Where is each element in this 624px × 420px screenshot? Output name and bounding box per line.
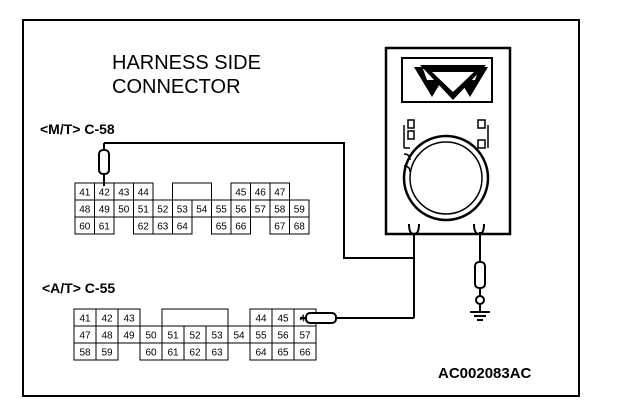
at-pin-cell [205,342,229,361]
mt-pin-number: 41 [79,188,91,199]
mt-pin-cell [230,216,251,235]
mt-pin-number: 43 [118,188,130,199]
at-pin-number: 50 [145,331,157,342]
at-pin-number: 53 [211,331,223,342]
at-pin-number: 45 [277,314,289,325]
mt-pin-number: 60 [79,222,91,233]
voltmeter-icon [384,46,512,236]
at-pin-number: 57 [299,331,311,342]
mt-pin-number: 55 [216,205,228,216]
mt-pin-number: 47 [274,188,286,199]
at-pin-number: 41 [79,314,91,325]
mt-wire [104,142,415,259]
at-connector-pin-grid: 4142434445464748495051525354555657585960… [73,308,317,361]
at-pin-number: 48 [101,331,113,342]
mt-pin-number: 65 [216,222,228,233]
at-pin-number: 55 [255,331,267,342]
mt-pin-number: 57 [255,205,267,216]
at-pin-number: 42 [101,314,113,325]
figure-code: AC002083AC [438,365,532,382]
ground-icon [470,311,490,321]
mt-key-slot [172,182,212,201]
ground-probe-icon [474,232,486,312]
at-pin-number: 64 [255,348,267,359]
mt-pin-number: 54 [196,205,208,216]
mt-probe-icon [98,143,110,186]
at-pin-number: 66 [299,348,311,359]
at-pin-number: 54 [233,331,245,342]
mt-pin-number: 42 [99,188,111,199]
at-pin-number: 52 [189,331,201,342]
diagram-title-line1: HARNESS SIDE [112,52,261,74]
mt-pin-number: 45 [235,188,247,199]
mt-pin-number: 58 [274,205,286,216]
mt-pin-number: 62 [138,222,150,233]
at-pin-cell [95,342,119,361]
mt-pin-number: 53 [177,205,189,216]
mt-pin-number: 44 [138,188,150,199]
at-pin-cell [293,342,317,361]
at-connector-label: <A/T> C-55 [42,280,115,296]
mt-connector-pin-grid: 41 42 43 44 45 46 47 48 49 50 51 52 53 54 55 56 57 58 59 60… [74,182,310,235]
mt-pin-number: 67 [274,222,286,233]
mt-pin-number: 52 [157,205,169,216]
at-pin-number: 51 [167,331,179,342]
at-probe-icon [300,312,414,324]
at-pin-number: 61 [167,348,179,359]
diagram-frame [22,19,580,397]
at-pin-number: 49 [123,331,135,342]
at-key-slot [161,308,229,327]
diagram-title-line2: CONNECTOR [112,76,241,98]
at-pin-number: 65 [277,348,289,359]
mt-pin-number: 46 [255,188,267,199]
at-pin-number: 62 [189,348,201,359]
mt-pin-number: 59 [294,205,306,216]
mt-pin-cell [94,216,115,235]
mt-pin-number: 66 [235,222,247,233]
at-pin-number: 63 [211,348,223,359]
at-pin-number: 60 [145,348,157,359]
mt-pin-number: 50 [118,205,130,216]
mt-pin-number: 63 [157,222,169,233]
at-pin-number: 56 [277,331,289,342]
mt-pin-number: 56 [235,205,247,216]
at-pin-number: 44 [255,314,267,325]
at-pin-number: 59 [101,348,113,359]
mt-pin-number: 49 [99,205,111,216]
mt-pin-number: 68 [294,222,306,233]
mt-pin-number: 61 [99,222,111,233]
mt-pin-cell [172,216,193,235]
mt-connector-label: <M/T> C-58 [40,121,115,137]
at-pin-number: 47 [79,331,91,342]
at-pin-number: 43 [123,314,135,325]
mt-pin-number: 64 [177,222,189,233]
at-pin-number: 58 [79,348,91,359]
mt-pin-cell [289,216,310,235]
mt-pin-number: 48 [79,205,91,216]
mt-pin-number: 51 [138,205,150,216]
